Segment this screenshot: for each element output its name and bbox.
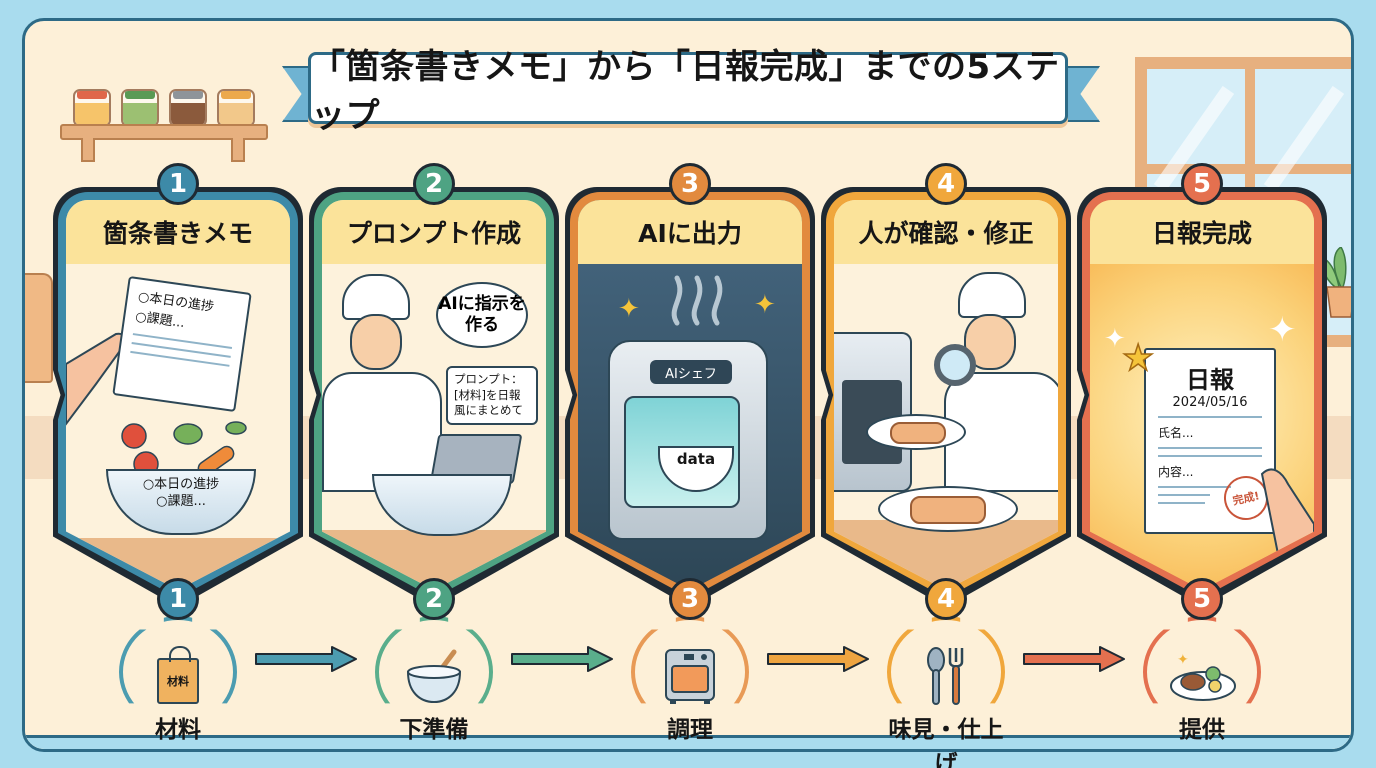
spice-jar-icon	[169, 89, 207, 127]
step-number-badge: 4	[925, 578, 967, 620]
flow-step-3: 調理	[625, 610, 755, 750]
machine-window: data	[624, 396, 740, 508]
step-card-1: 箇条書きメモ ○本日の進捗 ○課題... ○本日の進捗 ○課題...	[53, 187, 303, 603]
prompt-line: 風にまとめて	[454, 403, 523, 418]
step-number-badge: 5	[1181, 163, 1223, 205]
machine-label: AIシェフ	[650, 360, 732, 384]
flow-step-5: ✦ 提供	[1137, 610, 1267, 750]
bowl-line: ○課題...	[156, 493, 206, 509]
speech-bubble: AIに指示を作る	[436, 282, 528, 348]
ai-chef-machine: AIシェフ data	[608, 340, 768, 540]
step-number-badge: 2	[413, 163, 455, 205]
hand-icon	[1260, 468, 1314, 554]
step-number-badge: 4	[925, 163, 967, 205]
flow-arrow-icon	[1023, 646, 1125, 672]
step-heading: 日報完成	[1090, 200, 1314, 264]
prompt-box: プロンプト： [材料]を日報 風にまとめて	[446, 366, 538, 425]
page-title: 「箇条書きメモ」から「日報完成」までの5ステップ	[311, 47, 1060, 136]
step-number-badge: 1	[157, 163, 199, 205]
step-card-4: 人が確認・修正	[821, 187, 1071, 603]
flow-label: 味見・仕上げ	[888, 717, 1004, 768]
step-scene: ✦ ✦ 日報 2024/05/16 氏名... 内容... 完成! ★	[1090, 264, 1314, 590]
daily-report-document: 日報 2024/05/16 氏名... 内容... 完成!	[1144, 348, 1276, 534]
prompt-line: [材料]を日報	[454, 387, 521, 402]
oven-icon	[665, 649, 715, 704]
shelf-leg	[231, 138, 245, 162]
bowl-line: ○本日の進捗	[142, 477, 220, 492]
vegetables-icon	[121, 421, 247, 474]
report-name-field: 氏名...	[1158, 426, 1194, 440]
step-heading: 人が確認・修正	[834, 200, 1058, 264]
salad-bowl: ○本日の進捗 ○課題...	[106, 469, 256, 535]
spice-jar-icon	[217, 89, 255, 127]
flow-label: 提供	[1179, 717, 1225, 743]
steam-icon	[671, 275, 723, 326]
cutting-board-icon	[25, 273, 53, 383]
prompt-line: プロンプト：	[454, 372, 523, 386]
shelf-board	[60, 124, 268, 140]
served-plate-icon: ✦	[1170, 652, 1236, 701]
step-card-2: プロンプト作成 AIに指示を作る プロンプト： [材料]を日報 風にまとめて	[309, 187, 559, 603]
step-scene	[834, 264, 1058, 590]
step-scene: AIに指示を作る プロンプト： [材料]を日報 風にまとめて	[322, 264, 546, 590]
oven	[834, 332, 912, 492]
flow-arrow-icon	[255, 646, 357, 672]
step-scene: ○本日の進捗 ○課題... ○本日の進捗 ○課題...	[66, 264, 290, 590]
step-number-badge: 3	[669, 578, 711, 620]
step-card-3: AIに出力 ✦ ✦ AIシェフ data	[565, 187, 815, 603]
shelf-leg	[81, 138, 95, 162]
plate	[878, 486, 1018, 532]
report-content-field: 内容...	[1158, 465, 1194, 479]
potted-plant-icon	[1322, 247, 1351, 318]
shopping-bag-icon: 材料	[146, 646, 210, 706]
step-number-badge: 2	[413, 578, 455, 620]
step-number-badge: 1	[157, 578, 199, 620]
chef-face	[350, 314, 402, 370]
flow-step-1: 材料 材料	[113, 610, 243, 750]
mixing-bowl	[372, 474, 512, 536]
flow-label: 材料	[155, 717, 201, 743]
report-date: 2024/05/16	[1172, 395, 1248, 410]
sparkle-icon: ✦	[754, 290, 776, 320]
magnifying-glass-icon	[934, 344, 976, 386]
plate	[866, 414, 966, 450]
sparkle-icon: ✦	[1104, 324, 1126, 354]
chef-hat-icon	[342, 274, 410, 320]
chef-hat-icon	[958, 272, 1026, 318]
step-heading: AIに出力	[578, 200, 802, 264]
step-heading: 箇条書きメモ	[66, 200, 290, 264]
data-bowl: data	[658, 446, 734, 492]
star-icon: ★	[1121, 337, 1155, 380]
spice-jar-icon	[121, 89, 159, 127]
spice-jar-icon	[73, 89, 111, 127]
step-number-badge: 5	[1181, 578, 1223, 620]
report-title: 日報	[1186, 366, 1234, 394]
svg-text:✦: ✦	[1177, 652, 1189, 668]
flow-step-2: 下準備	[369, 610, 499, 750]
flow-arrow-icon	[511, 646, 613, 672]
sparkle-icon: ✦	[618, 294, 640, 324]
step-heading: プロンプト作成	[322, 200, 546, 264]
flow-label: 調理	[667, 717, 713, 743]
sparkle-icon: ✦	[1268, 310, 1297, 350]
spoon-fork-icon	[927, 647, 964, 705]
title-banner: 「箇条書きメモ」から「日報完成」までの5ステップ	[308, 47, 1068, 136]
flow-arrow-icon	[767, 646, 869, 672]
bottom-strip	[25, 735, 1351, 749]
mixing-bowl-icon	[406, 649, 462, 704]
step-card-5: 日報完成 ✦ ✦ 日報 2024/05/16 氏名... 内容... 完成! ★	[1077, 187, 1327, 603]
flow-step-4: 味見・仕上げ	[881, 610, 1011, 768]
flow-label: 下準備	[399, 717, 469, 743]
memo-pad: ○本日の進捗 ○課題...	[112, 275, 252, 413]
step-scene: ✦ ✦ AIシェフ data	[578, 264, 802, 590]
step-number-badge: 3	[669, 163, 711, 205]
